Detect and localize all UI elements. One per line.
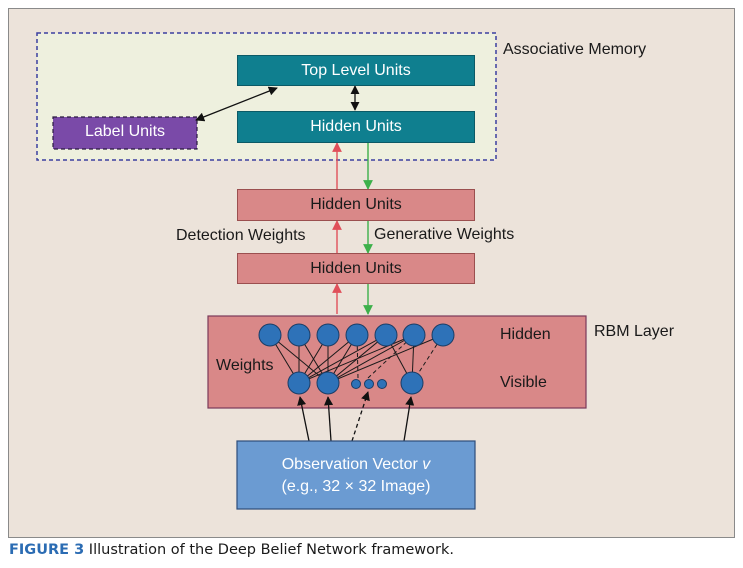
observation-box: [236, 440, 476, 510]
hidden-units-memory-box: Hidden Units: [237, 111, 475, 143]
hidden-node: [345, 323, 369, 347]
detection-weights-label: Detection Weights: [176, 227, 306, 244]
hidden-units-lower-box: Hidden Units: [237, 253, 475, 284]
hidden-node: [316, 323, 340, 347]
observation-line-2: (e.g., 32 × 32 Image): [281, 478, 431, 495]
visible-node: [400, 371, 424, 395]
observation-arrow-3: [351, 391, 370, 442]
caption-prefix: FIGURE 3: [9, 542, 85, 558]
label-units-label: Label Units: [84, 123, 166, 140]
generative-weights-label: Generative Weights: [374, 226, 515, 243]
visible-node: [316, 371, 340, 395]
observation-arrow-2: [324, 396, 334, 442]
visible-node: [287, 371, 311, 395]
hidden-layer-label: Hidden: [500, 326, 551, 343]
top-level-units-box: Top Level Units: [237, 55, 475, 86]
hidden-node: [431, 323, 455, 347]
visible-layer-label: Visible: [500, 374, 547, 391]
observation-arrow-4: [403, 396, 415, 442]
hidden-node: [258, 323, 282, 347]
visible-node-dot: [364, 379, 374, 389]
hidden-units-memory-label: Hidden Units: [310, 118, 402, 135]
label-units-box: [52, 116, 198, 150]
observation-variable: v: [422, 456, 431, 473]
weights-label: Weights: [216, 357, 274, 374]
caption-text: Illustration of the Deep Belief Network …: [84, 542, 455, 558]
hidden-units-lower-label: Hidden Units: [310, 259, 402, 277]
visible-nodes: [287, 371, 424, 395]
visible-node-dot: [377, 379, 387, 389]
associative-memory-label: Associative Memory: [503, 41, 647, 58]
hidden-node: [287, 323, 311, 347]
hidden-nodes: [258, 323, 455, 347]
label-top-arrow: [195, 86, 278, 122]
top-level-units-label: Top Level Units: [301, 61, 411, 79]
rbm-layer-label: RBM Layer: [594, 323, 675, 340]
figure-caption: FIGURE 3 Illustration of the Deep Belief…: [9, 542, 454, 558]
observation-line-1-text: Observation Vector: [281, 456, 423, 473]
hidden-units-middle-box: Hidden Units: [237, 189, 475, 221]
hidden-units-middle-label: Hidden Units: [310, 196, 402, 213]
visible-node-dot: [351, 379, 361, 389]
hidden-node: [374, 323, 398, 347]
hidden-node: [402, 323, 426, 347]
observation-arrow-1: [297, 396, 310, 442]
observation-line-1: Observation Vector v: [237, 456, 475, 474]
